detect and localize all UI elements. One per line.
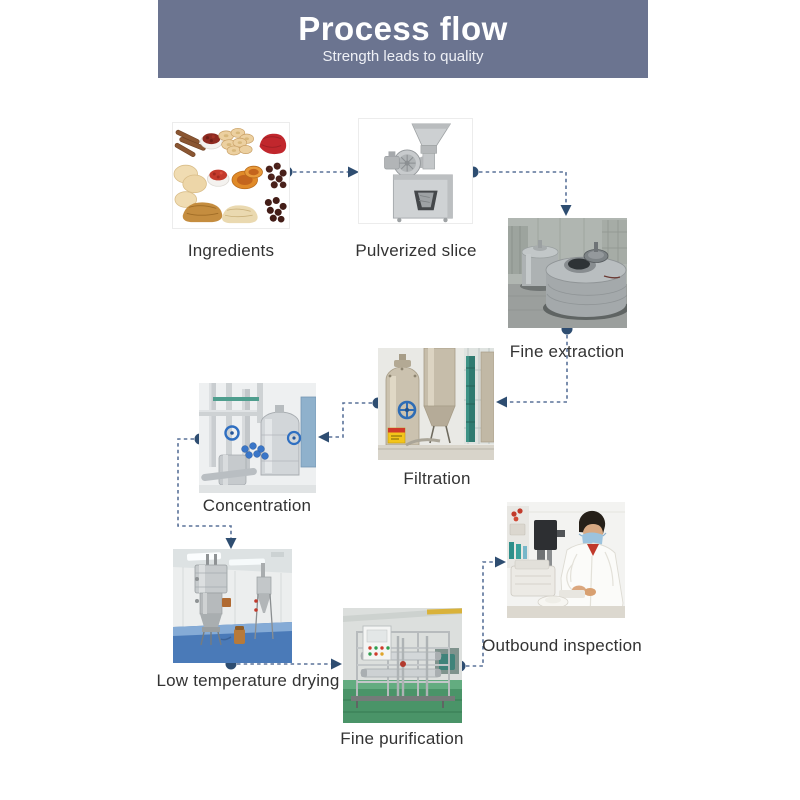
concentration-photo: [199, 383, 316, 493]
step-label-outbound-inspection: Outbound inspection: [482, 636, 642, 655]
header-banner: Process flow Strength leads to quality: [158, 0, 648, 78]
outbound-inspection-photo: [507, 502, 625, 618]
ingredients-photo: [172, 122, 290, 229]
step-label-filtration: Filtration: [403, 469, 471, 488]
fine-extraction-photo: [508, 218, 627, 328]
step-label-ingredients: Ingredients: [187, 241, 275, 260]
fine-purification-photo: [343, 608, 462, 723]
page-title: Process flow: [298, 10, 508, 47]
step-label-low-temperature-drying: Low temperature drying: [156, 671, 340, 690]
pulverized-slice-photo: [358, 118, 473, 224]
step-label-fine-purification: Fine purification: [340, 729, 464, 748]
low-temperature-drying-photo: [173, 549, 292, 663]
step-label-fine-extraction: Fine extraction: [509, 342, 625, 361]
connector-ingredients-to-pulverized: [281, 166, 359, 178]
step-label-concentration: Concentration: [202, 496, 312, 515]
connector-extraction-to-filtration: [496, 323, 573, 408]
step-label-pulverized-slice: Pulverized slice: [355, 241, 477, 260]
connector-pulverized-to-extraction: [467, 166, 572, 216]
filtration-photo: [378, 348, 494, 460]
connector-filtration-to-concentration: [318, 397, 384, 443]
page-subtitle: Strength leads to quality: [322, 48, 484, 65]
